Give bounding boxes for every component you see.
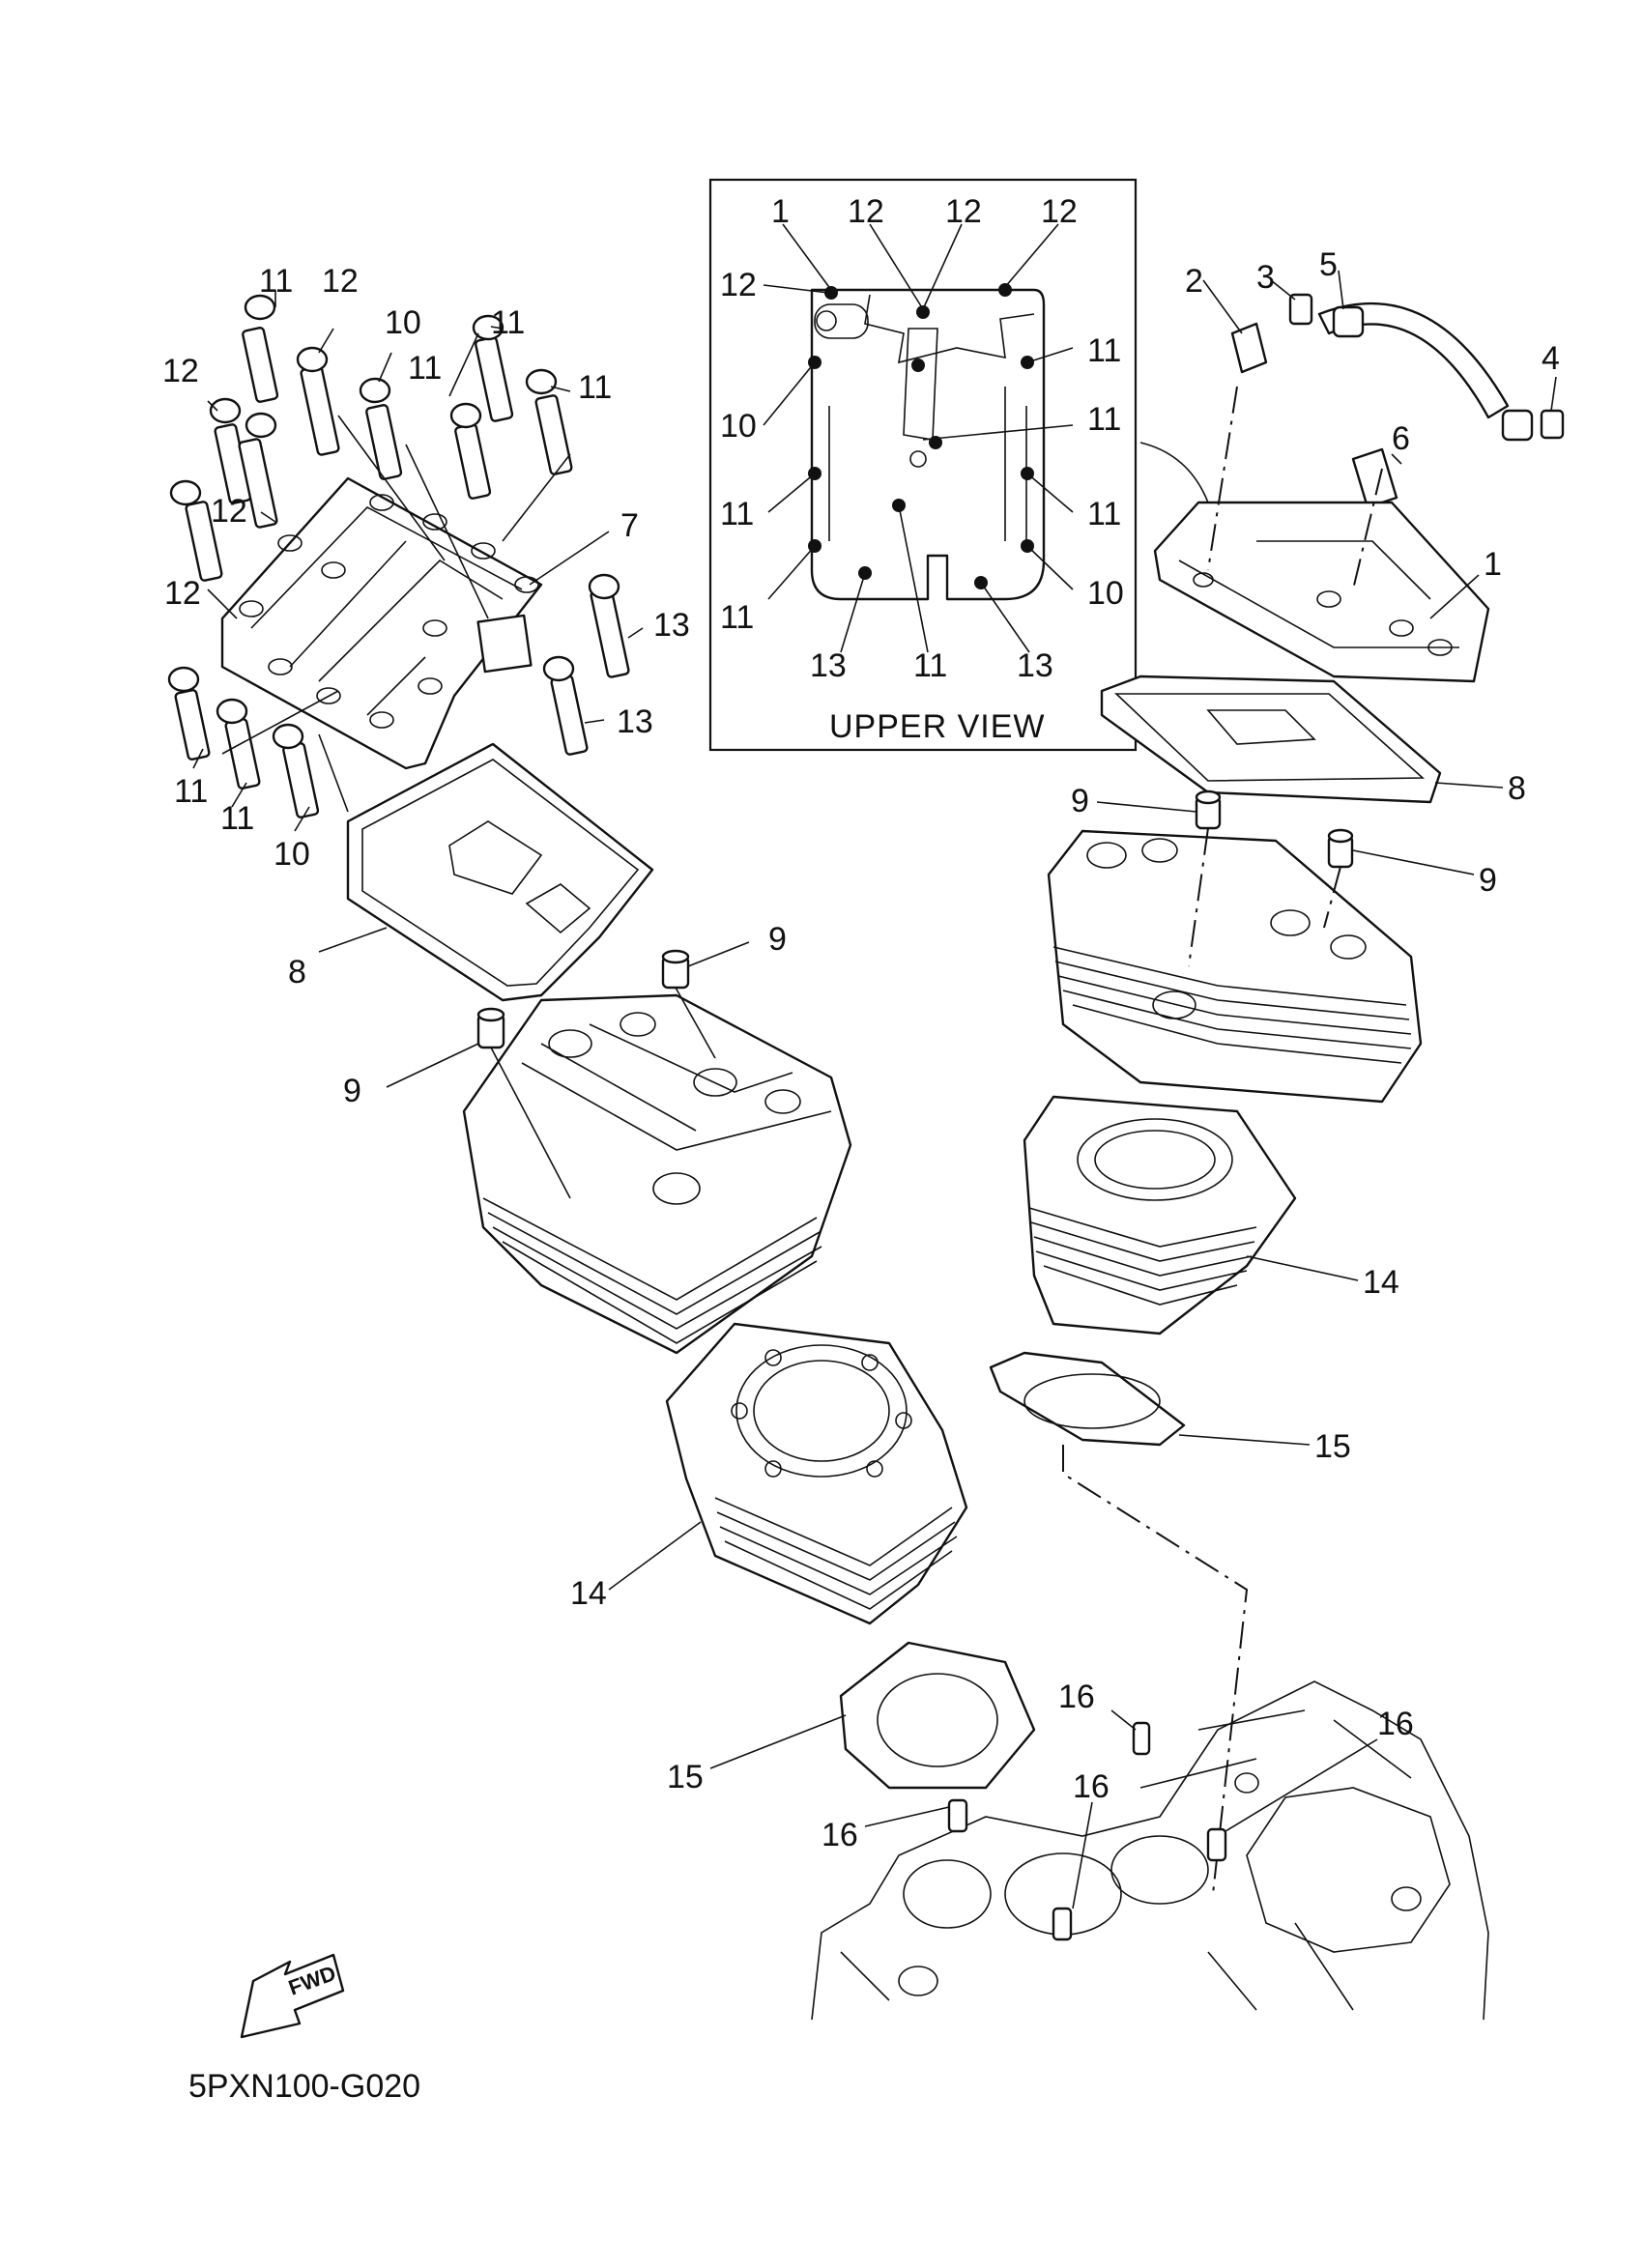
- callout-11: 11: [259, 263, 293, 300]
- bolt: [296, 346, 340, 456]
- upper-view-callout-11: 11: [1087, 332, 1121, 369]
- upper-view-callout-10: 10: [1087, 575, 1124, 612]
- callout-9: 9: [1071, 783, 1089, 819]
- bolt: [272, 723, 320, 818]
- upper-view-inset: 1 12 12 12 12 10 11 11 11 11 11 10 13 11…: [708, 178, 1138, 752]
- diagram-code: 5PXN100-G020: [188, 2068, 420, 2105]
- callout-16: 16: [822, 1817, 858, 1853]
- bolt: [167, 666, 211, 761]
- upper-view-callout-11: 11: [720, 496, 754, 532]
- left-bolt-set: 11 12 10 11 11 11 12 12 12 7 13 13 11 11…: [162, 263, 690, 873]
- upper-view-callout-11: 11: [720, 599, 754, 636]
- callout-11: 11: [491, 304, 525, 341]
- callout-10: 10: [274, 836, 310, 873]
- cylinder-head-right: [1047, 829, 1423, 1104]
- callout-14: 14: [1363, 1264, 1399, 1301]
- callout-15: 15: [667, 1759, 704, 1795]
- callout-13: 13: [653, 607, 690, 644]
- callout-11: 11: [174, 773, 208, 810]
- dowel-pin: [947, 1798, 968, 1833]
- upper-view-callout-12: 12: [1041, 193, 1078, 230]
- union-fitting: [1351, 447, 1398, 509]
- bolt: [525, 368, 573, 475]
- upper-view-callout-13: 13: [810, 647, 847, 684]
- callout-5: 5: [1319, 246, 1338, 283]
- right-cylinder-assembly: 2 3 5 4 6 1 8 9 9 14 15: [989, 246, 1565, 1895]
- callout-12: 12: [322, 263, 359, 300]
- dowel-pin: [1206, 1827, 1227, 1862]
- upper-view-callout-11: 11: [1087, 496, 1121, 532]
- bolt: [588, 573, 630, 678]
- upper-view-title: UPPER VIEW: [829, 708, 1045, 745]
- bolt: [449, 402, 492, 500]
- bolt: [542, 655, 589, 756]
- callout-12: 12: [162, 353, 199, 389]
- callout-15: 15: [1314, 1428, 1351, 1465]
- rocker-cover-gasket-right: [1100, 675, 1442, 804]
- upper-view-callout-12: 12: [720, 267, 757, 303]
- callout-9: 9: [768, 921, 787, 958]
- bolt: [242, 294, 279, 403]
- cylinder-head-left: [462, 993, 852, 1355]
- cylinder-left: [665, 1322, 968, 1625]
- union-fitting: [1230, 322, 1268, 374]
- upper-view-cover: [810, 288, 1046, 601]
- callout-16: 16: [1073, 1768, 1110, 1805]
- callout-7: 7: [620, 507, 639, 544]
- bolt: [359, 377, 403, 480]
- callout-9: 9: [1479, 862, 1497, 899]
- callout-13: 13: [617, 703, 653, 740]
- callout-16: 16: [1377, 1706, 1414, 1742]
- cylinder-bore: [735, 1344, 908, 1478]
- upper-view-callout-10: 10: [720, 408, 757, 445]
- upper-view-callout-11: 11: [1087, 401, 1121, 438]
- upper-view-callout-11: 11: [913, 647, 947, 684]
- callout-16: 16: [1058, 1679, 1095, 1715]
- callout-10: 10: [385, 304, 421, 341]
- callout-12: 12: [164, 575, 201, 612]
- callout-8: 8: [288, 954, 306, 990]
- callout-14: 14: [570, 1575, 607, 1612]
- callout-11: 11: [408, 350, 442, 387]
- upper-view-frame: [708, 178, 1138, 752]
- cylinder-base-gasket-right: [989, 1351, 1186, 1447]
- callout-2: 2: [1185, 263, 1203, 300]
- callout-12: 12: [211, 493, 247, 530]
- cylinder-bore: [1077, 1118, 1233, 1201]
- left-cylinder-assembly: 8 9 9 14 15: [288, 742, 1036, 1795]
- upper-view-callout-1: 1: [771, 193, 790, 230]
- rocker-cover-left: [220, 476, 543, 770]
- dowel-pin: [1132, 1721, 1151, 1756]
- upper-view-callout-12: 12: [945, 193, 982, 230]
- bolt: [216, 698, 261, 789]
- cylinder-right: [1023, 1095, 1297, 1335]
- fwd-arrow: FWD: [240, 1953, 345, 2039]
- hose-clip: [1288, 293, 1313, 326]
- upper-view-callout-12: 12: [848, 193, 884, 230]
- callout-8: 8: [1508, 770, 1526, 807]
- callout-3: 3: [1256, 259, 1275, 296]
- bolt: [169, 479, 223, 582]
- callout-9: 9: [343, 1073, 361, 1109]
- callout-1: 1: [1484, 546, 1502, 583]
- hose-clip: [1540, 409, 1565, 440]
- callout-11: 11: [578, 369, 612, 406]
- bolt: [238, 412, 278, 529]
- upper-view-callout-13: 13: [1017, 647, 1053, 684]
- cylinder-base-gasket-left: [839, 1641, 1036, 1790]
- callout-4: 4: [1542, 340, 1560, 377]
- rocker-cover-right: [1153, 501, 1490, 683]
- bolt: [472, 314, 514, 422]
- dowel-pin: [1052, 1907, 1073, 1941]
- callout-6: 6: [1392, 420, 1410, 457]
- crankcase: 16 16 16 16: [811, 1679, 1489, 2021]
- callout-11: 11: [220, 800, 254, 837]
- rocker-cover-gasket-left: [346, 742, 654, 1002]
